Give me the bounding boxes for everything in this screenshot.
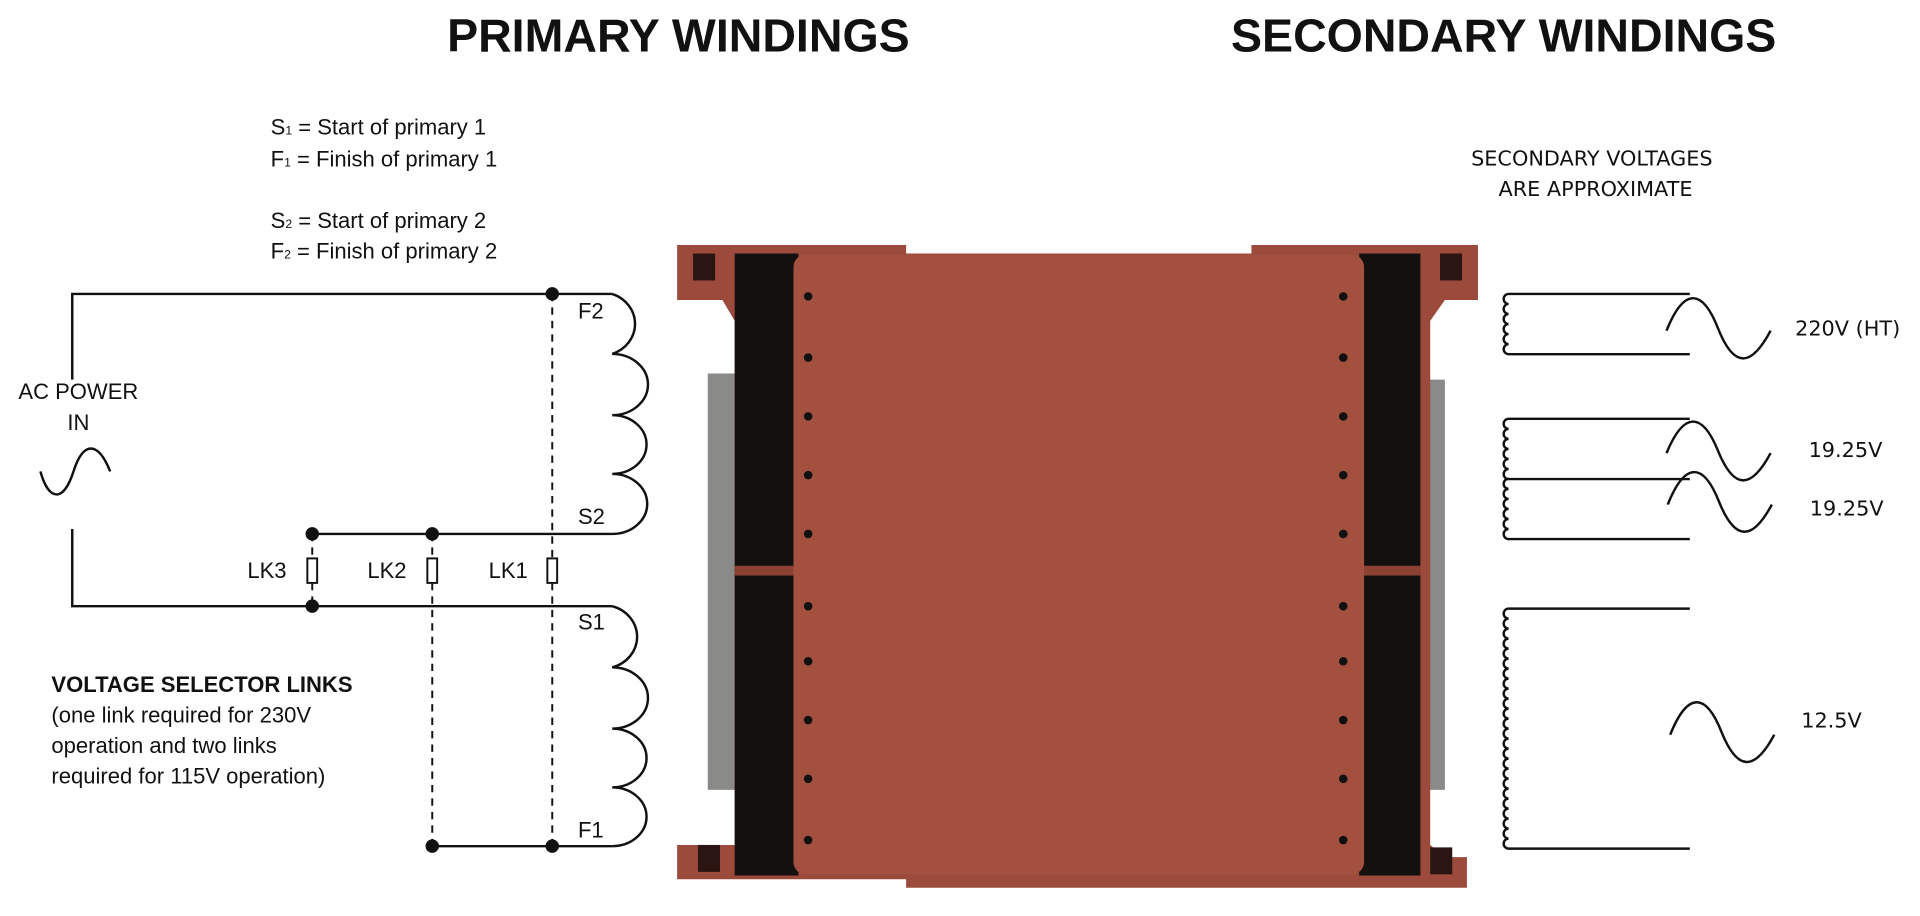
output-1925a-label: 19.25V [1809, 438, 1884, 462]
primary-circuit [71, 287, 650, 853]
sine-icon-1925b [1666, 471, 1773, 533]
svg-text:VOLTAGE SELECTOR LINKS: VOLTAGE SELECTOR LINKS [51, 672, 352, 697]
secondary-coil-125 [1502, 607, 1509, 850]
voltage-selector-note: VOLTAGE SELECTOR LINKS (one link require… [51, 672, 352, 789]
link-lk1 [546, 557, 559, 584]
primary-2-coil [611, 292, 650, 536]
legend-f1: F1 = Finish of primary 1 [271, 147, 498, 172]
svg-text:(one link required for 230V: (one link required for 230V [51, 702, 311, 727]
terminal-f1-label: F1 [578, 818, 604, 843]
secondary-circuit [1502, 292, 1776, 850]
output-1925b-label: 19.25V [1810, 497, 1885, 521]
transformer-image [677, 244, 1478, 888]
lk3-label: LK3 [247, 558, 286, 583]
terminal-s2-label: S2 [578, 504, 605, 529]
sine-icon-125 [1669, 701, 1776, 764]
secondary-coil-1925b [1502, 477, 1690, 541]
legend-f2: F2 = Finish of primary 2 [271, 238, 498, 263]
svg-text:required for 115V operation): required for 115V operation) [51, 764, 325, 789]
terminal-f2-label: F2 [578, 298, 604, 323]
primary-windings-title: PRIMARY WINDINGS [447, 9, 910, 61]
output-ht-label: 220V (HT) [1795, 317, 1900, 341]
lk2-label: LK2 [367, 558, 406, 583]
primary-1-coil [611, 604, 650, 848]
output-125-label: 12.5V [1801, 708, 1862, 732]
terminal-legend: S1 = Start of primary 1 F1 = Finish of p… [271, 115, 498, 264]
ac-sine-icon [39, 447, 112, 496]
terminal-s1-label: S1 [578, 609, 605, 634]
link-lk2 [426, 557, 439, 584]
secondary-coil-1925a [1502, 417, 1690, 481]
sine-icon-1925a [1665, 420, 1772, 482]
secondary-note-line2: ARE APPROXIMATE [1499, 177, 1693, 201]
ac-power-label-in: IN [67, 410, 89, 435]
link-lk3 [306, 557, 319, 584]
lk1-label: LK1 [489, 558, 528, 583]
legend-s2: S2 = Start of primary 2 [271, 208, 487, 233]
secondary-note-line1: SECONDARY VOLTAGES [1471, 146, 1712, 170]
legend-s1: S1 = Start of primary 1 [271, 115, 487, 140]
svg-text:operation and two links: operation and two links [51, 733, 276, 758]
sine-icon-ht [1665, 297, 1772, 360]
ac-power-label: AC POWER [18, 379, 138, 404]
secondary-coil-ht [1502, 292, 1690, 356]
secondary-windings-title: SECONDARY WINDINGS [1231, 9, 1776, 61]
